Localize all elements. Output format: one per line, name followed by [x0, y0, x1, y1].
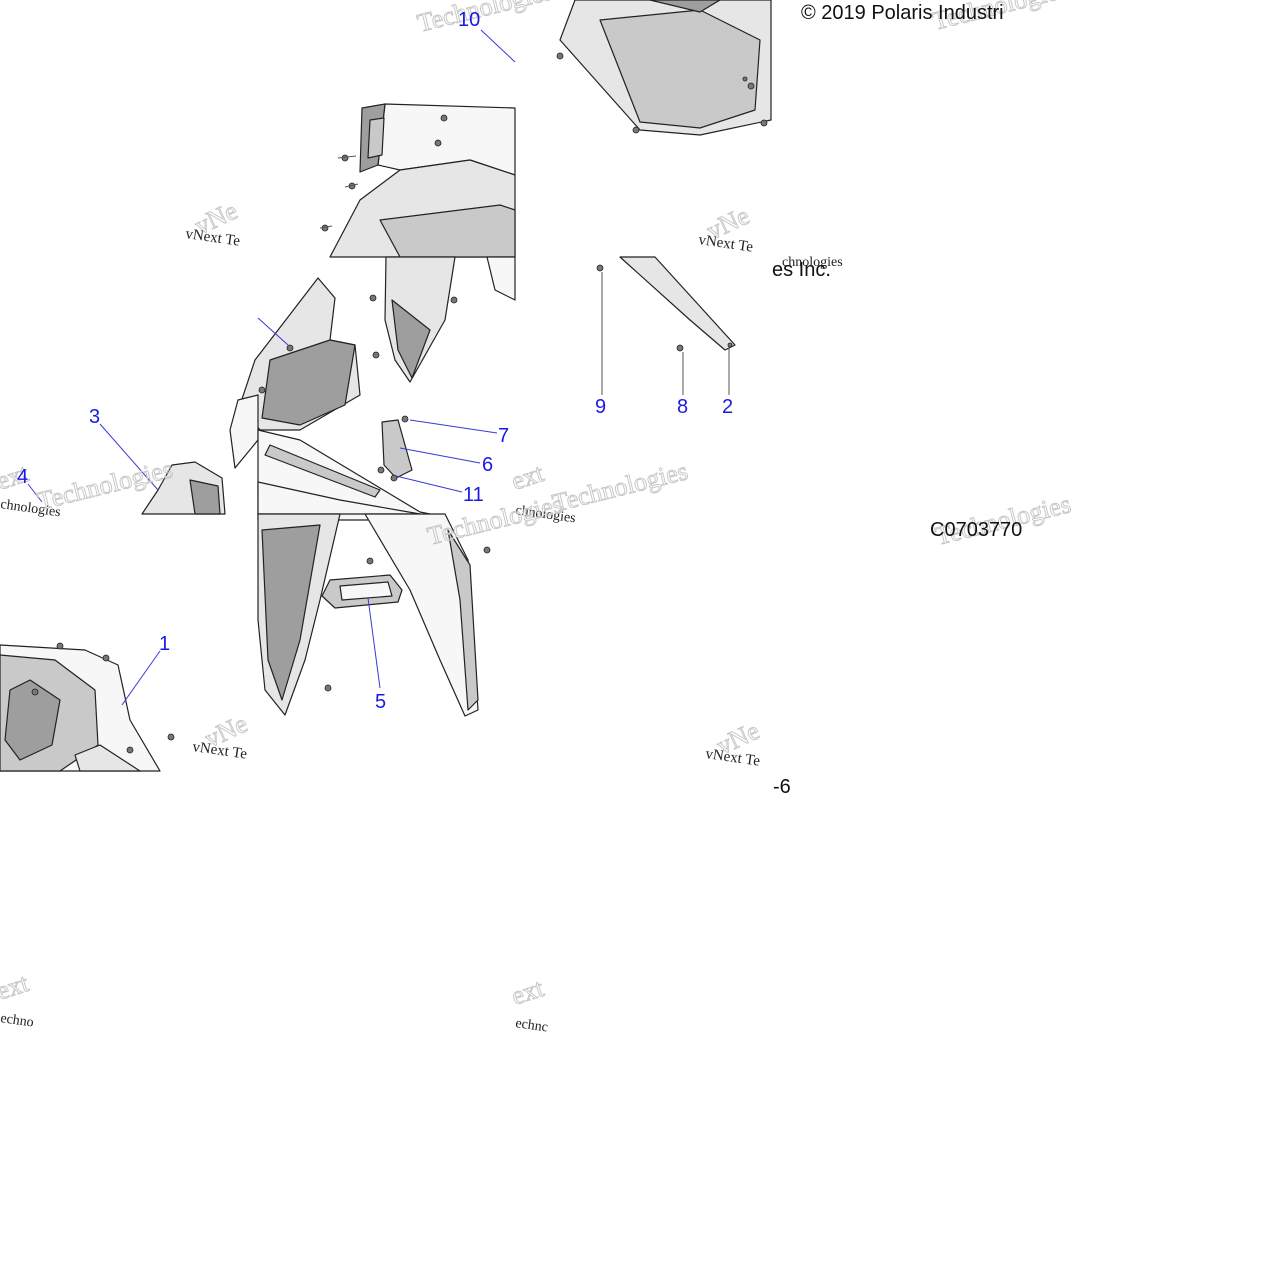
callout-4: 4	[17, 466, 28, 488]
watermark-technologies: Technologies	[414, 0, 555, 38]
rear-panel-part	[556, 0, 772, 136]
watermark-brand-4: vNext Te	[704, 746, 761, 770]
drawing-info: © 2019 Polaris Industri es Inc. C0703770…	[772, 2, 1022, 798]
watermark-brand-3: vNext Te	[191, 739, 248, 763]
callouts: 10 3 4 7 6 11 9 8 2 1 5	[17, 9, 733, 713]
callout-7: 7	[498, 425, 509, 447]
side-bracket-part	[141, 461, 226, 515]
trim-strip-part	[596, 256, 736, 352]
watermark-ext-4: ext	[508, 973, 548, 1011]
front-fender-part	[0, 642, 175, 772]
page-fragment: -6	[773, 776, 791, 798]
fender-strip-part	[257, 429, 431, 521]
callout-9: 9	[595, 396, 606, 418]
watermark-technologies-small: chnologies	[782, 255, 843, 270]
lower-fender-part	[257, 513, 491, 717]
callout-5: 5	[375, 691, 386, 713]
watermark-echno-2: echnc	[514, 1016, 548, 1035]
callout-leaders	[27, 29, 730, 706]
callout-3: 3	[89, 406, 100, 428]
watermark-technologies-3: Technologies	[549, 456, 690, 518]
callout-10: 10	[458, 9, 480, 31]
watermark-brand-2: vNext Te	[697, 232, 754, 256]
fender-upper-part	[319, 103, 516, 258]
drawing-code: C0703770	[930, 519, 1022, 541]
copyright-text: © 2019 Polaris Industri	[801, 2, 1004, 24]
watermark-ext-2: ext	[508, 458, 548, 496]
callout-11: 11	[463, 484, 484, 506]
watermark-brand: vNext Te	[184, 226, 241, 250]
callout-2: 2	[722, 396, 733, 418]
watermark-ext-3: ext	[0, 968, 33, 1006]
watermark-technologies-4: Technologies	[424, 489, 565, 551]
copyright-tail-text: es Inc.	[772, 259, 831, 281]
callout-6: 6	[482, 454, 493, 476]
callout-1: 1	[159, 633, 170, 655]
inner-panel-part	[229, 256, 516, 469]
watermark-echno-1: echno	[0, 1011, 35, 1031]
watermarks: Technologies vNext Te vNe vNext Te vNe c…	[0, 0, 1074, 1036]
callout-8: 8	[677, 396, 688, 418]
